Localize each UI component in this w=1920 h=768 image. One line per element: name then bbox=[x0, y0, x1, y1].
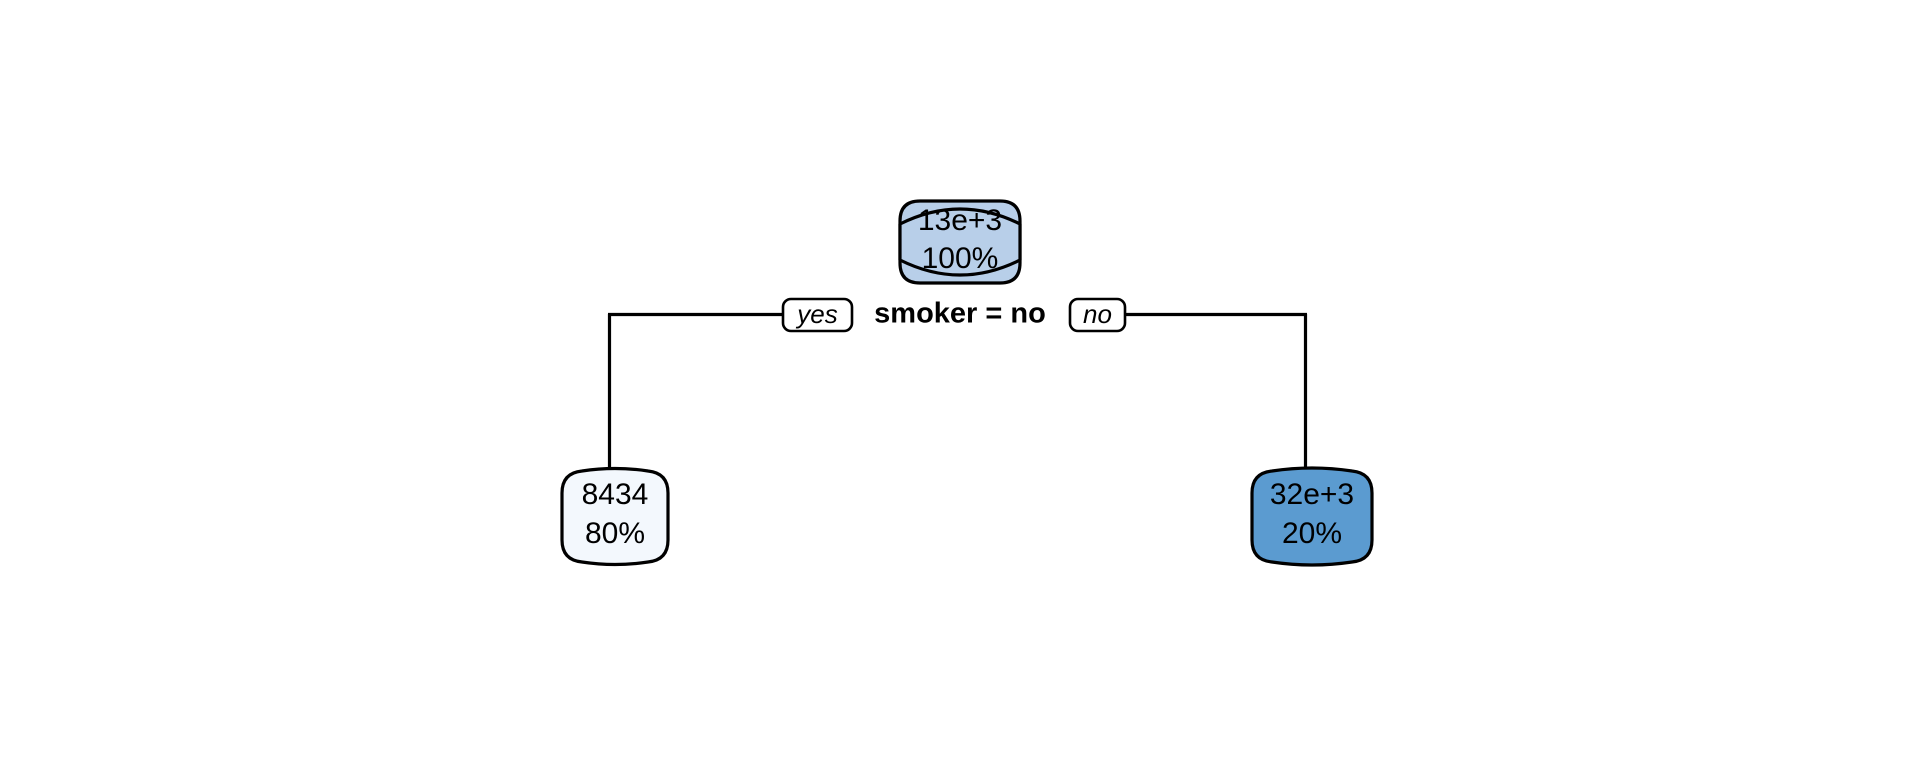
branch-label-no-text: no bbox=[1083, 299, 1112, 329]
root-node-body bbox=[898, 207, 1022, 277]
split-condition-text: smoker = no bbox=[874, 298, 1046, 330]
root-node[interactable]: 13e+3 100% bbox=[898, 199, 1022, 285]
branch-label-yes-box bbox=[781, 297, 854, 333]
tree-edges bbox=[607, 312, 1308, 471]
branch-label-yes[interactable]: yes bbox=[781, 297, 854, 333]
leaf-node-left[interactable]: 8434 80% bbox=[560, 466, 670, 567]
leaf-node-right-percent: 20% bbox=[1282, 517, 1342, 550]
root-node-percent: 100% bbox=[922, 242, 999, 275]
root-node-value: 13e+3 bbox=[918, 204, 1002, 237]
leaf-node-left-value: 8434 bbox=[582, 478, 649, 511]
leaf-node-left-percent: 80% bbox=[585, 517, 645, 550]
leaf-node-right-shape bbox=[1250, 466, 1374, 567]
branch-label-no-box bbox=[1068, 297, 1127, 333]
leaf-node-left-shape bbox=[560, 466, 670, 567]
split-condition-label[interactable]: smoker = no bbox=[874, 298, 1046, 330]
branch-label-no[interactable]: no bbox=[1068, 297, 1127, 333]
leaf-node-right[interactable]: 32e+3 20% bbox=[1250, 466, 1374, 567]
leaf-node-right-value: 32e+3 bbox=[1270, 478, 1354, 511]
branch-label-yes-text: yes bbox=[795, 299, 837, 329]
